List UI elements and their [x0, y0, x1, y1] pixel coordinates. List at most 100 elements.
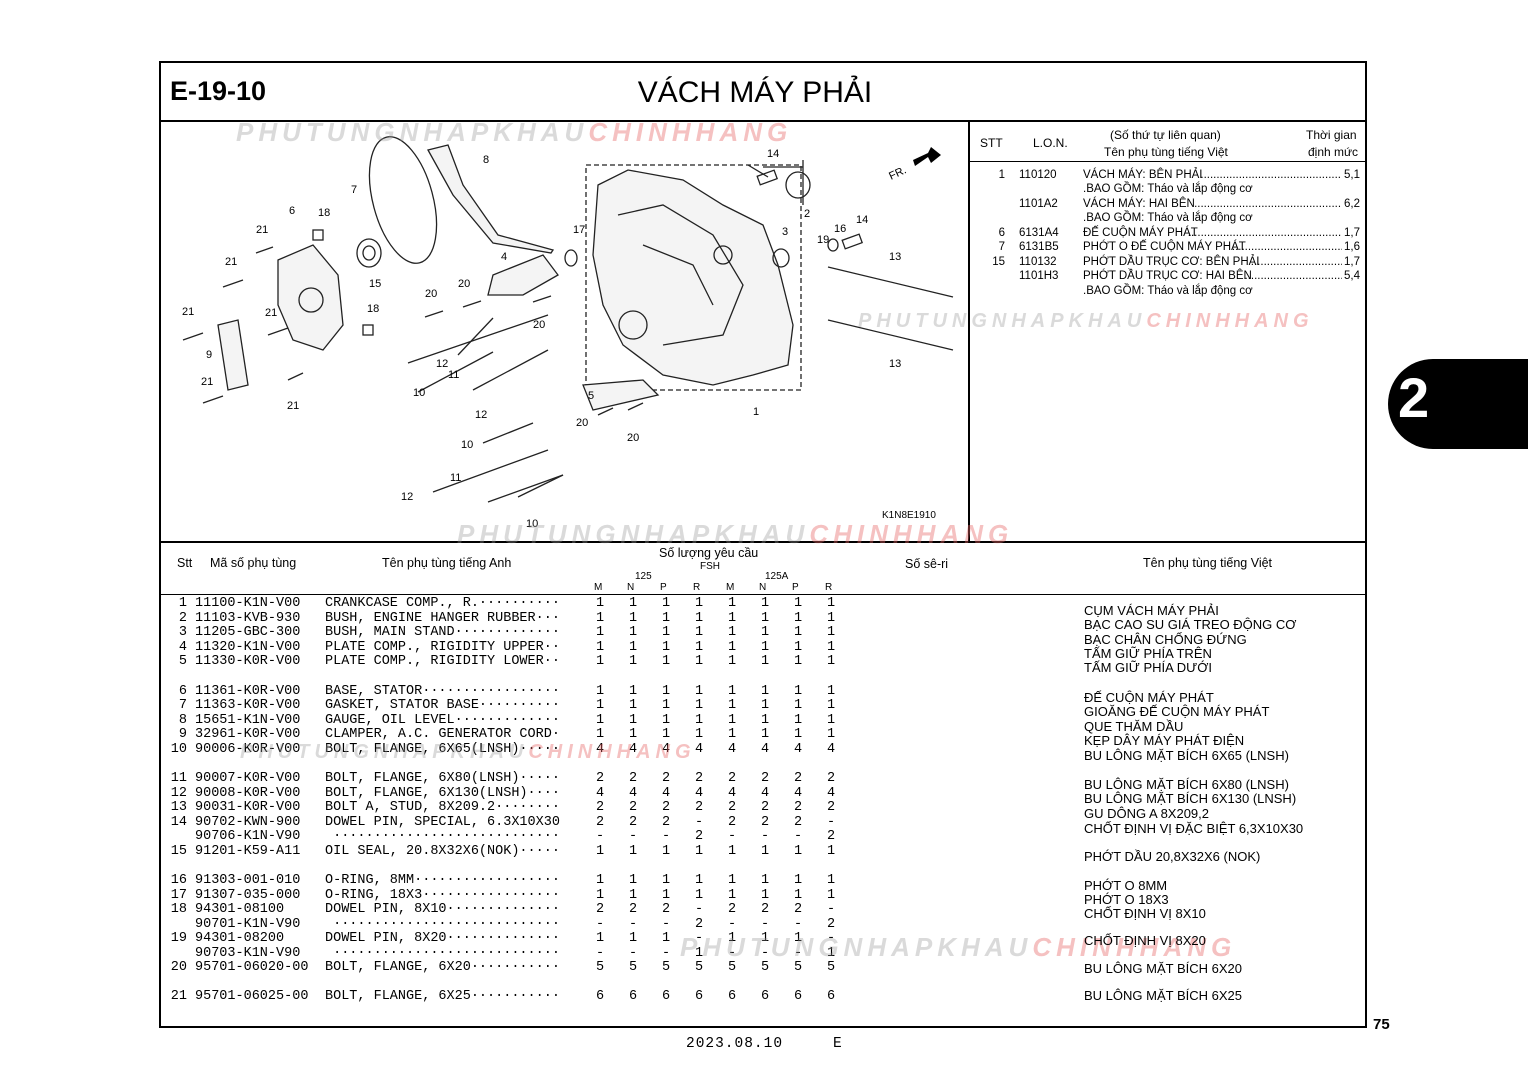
callout-number: 10	[413, 387, 425, 399]
part-name-en: BUSH, ENGINE HANGER RUBBER···	[325, 610, 560, 626]
row-number: 1	[178, 596, 187, 611]
qty-value: 1	[694, 654, 704, 669]
callout-number: 14	[856, 214, 868, 226]
qty-value: 5	[760, 960, 770, 975]
qty-value: 1	[628, 843, 638, 859]
lon-code: 110120	[1019, 169, 1057, 181]
qty-value: 1	[727, 712, 737, 728]
qty-value: 2	[760, 800, 770, 815]
qty-value: 1	[793, 654, 803, 669]
qty-value: -	[628, 829, 638, 844]
callout-number: 14	[767, 148, 779, 160]
part-number: 90007-K0R-V00	[195, 771, 301, 786]
part-name-vn: CHỐT ĐỊNH VỊ ĐẶC BIỆT 6,3X10X30	[1084, 821, 1304, 836]
qty-value: 1	[760, 887, 770, 903]
qty-value: 1	[727, 625, 737, 640]
part-name-en: DOWEL PIN, SPECIAL, 6.3X10X30	[325, 814, 560, 830]
callout-number: 20	[458, 278, 470, 290]
print-date: 2023.08.10	[686, 1036, 784, 1052]
qty-value: 1	[826, 698, 836, 713]
qty-value: 1	[628, 639, 638, 655]
qty-value: -	[727, 829, 737, 844]
qty-value: 2	[628, 902, 638, 917]
qty-value: 4	[760, 785, 770, 801]
lon-dot-leader: ........................................…	[1244, 270, 1343, 282]
qty-value: 1	[760, 873, 770, 888]
part-number: 94301-08200	[195, 931, 285, 946]
qty-value: -	[595, 916, 605, 932]
part-name-en: CLAMPER, A.C. GENERATOR CORD·	[325, 727, 560, 742]
qty-value: 1	[694, 712, 704, 728]
qty-value: 1	[760, 712, 770, 728]
qty-col-n: N	[627, 582, 635, 593]
qty-value: 1	[661, 596, 671, 611]
callout-number: 1	[753, 406, 759, 418]
lon-code: 110132	[1019, 256, 1057, 268]
qty-value: 6	[760, 989, 770, 1004]
lon-desc: PHỚT O ĐẾ CUỘN MÁY PHÁT	[1083, 241, 1246, 253]
row-number: 6	[178, 683, 187, 699]
qty-value: 2	[826, 829, 836, 844]
qty-col-m: M	[726, 582, 735, 593]
qty-value: 1	[760, 698, 770, 713]
col-header-group-125a: 125A	[765, 571, 789, 582]
qty-value: 1	[694, 625, 704, 640]
qty-value: -	[793, 829, 803, 844]
part-name-vn: ĐẾ CUỘN MÁY PHÁT	[1084, 690, 1214, 705]
table-header-divider	[161, 594, 1366, 595]
row-number: 16	[170, 873, 187, 888]
qty-value: 1	[595, 712, 605, 728]
qty-value: 1	[661, 698, 671, 713]
qty-value: 1	[826, 683, 836, 699]
qty-value: 1	[826, 727, 836, 742]
callout-number: 2	[804, 208, 810, 220]
callout-number: 11	[450, 472, 461, 484]
qty-value: 2	[760, 902, 770, 917]
part-name-vn: BU LÔNG MẶT BÍCH 6X25	[1084, 988, 1242, 1003]
header-divider	[161, 120, 1366, 122]
qty-value: 1	[760, 683, 770, 699]
qty-value: 1	[595, 887, 605, 903]
lon-header-desc-line1: (Số thứ tự liên quan)	[1110, 128, 1221, 142]
qty-value: 1	[793, 843, 803, 859]
qty-value: 1	[694, 887, 704, 903]
callout-number: 21	[182, 306, 194, 318]
part-number: 90008-K0R-V00	[195, 785, 301, 801]
qty-value: 4	[727, 785, 737, 801]
qty-value: 1	[760, 596, 770, 611]
row-number: 5	[178, 654, 187, 669]
qty-value: 1	[793, 596, 803, 611]
qty-value: 6	[595, 989, 605, 1004]
qty-value: 2	[727, 771, 737, 786]
callout-number: 11	[448, 369, 459, 381]
qty-value: 6	[661, 989, 671, 1004]
qty-value: 1	[694, 843, 704, 859]
qty-value: 6	[694, 989, 704, 1004]
callout-number: 3	[782, 226, 788, 238]
callout-number: 13	[889, 251, 901, 263]
callout-number: 6	[289, 205, 295, 217]
lon-dot-leader: ........................................…	[1250, 256, 1342, 268]
qty-value: 1	[760, 843, 770, 859]
qty-value: 2	[793, 814, 803, 830]
qty-value: 1	[595, 873, 605, 888]
callout-number: 4	[501, 251, 507, 263]
qty-value: 2	[826, 771, 836, 786]
lon-dot-leader: ........................................…	[1200, 169, 1342, 181]
part-name-vn: BU LÔNG MẶT BÍCH 6X65 (LNSH)	[1084, 748, 1289, 763]
part-name-en: DOWEL PIN, 8X10··············	[325, 902, 560, 917]
qty-value: 1	[760, 610, 770, 626]
qty-value: 1	[727, 654, 737, 669]
qty-value: -	[793, 945, 803, 961]
qty-value: 4	[595, 741, 605, 757]
qty-value: 1	[793, 683, 803, 699]
part-name-en: GAUGE, OIL LEVEL·············	[325, 712, 560, 728]
qty-value: -	[595, 829, 605, 844]
part-number: 94301-08100	[195, 902, 285, 917]
callout-number: 19	[817, 234, 829, 246]
part-name-vn: BẠC CAO SU GIÁ TREO ĐỘNG CƠ	[1084, 617, 1297, 632]
lon-code: 6131B5	[1019, 241, 1059, 253]
part-number: 11320-K1N-V00	[195, 639, 301, 655]
col-header-serial: Số sê-ri	[905, 557, 949, 571]
qty-value: -	[661, 945, 671, 961]
